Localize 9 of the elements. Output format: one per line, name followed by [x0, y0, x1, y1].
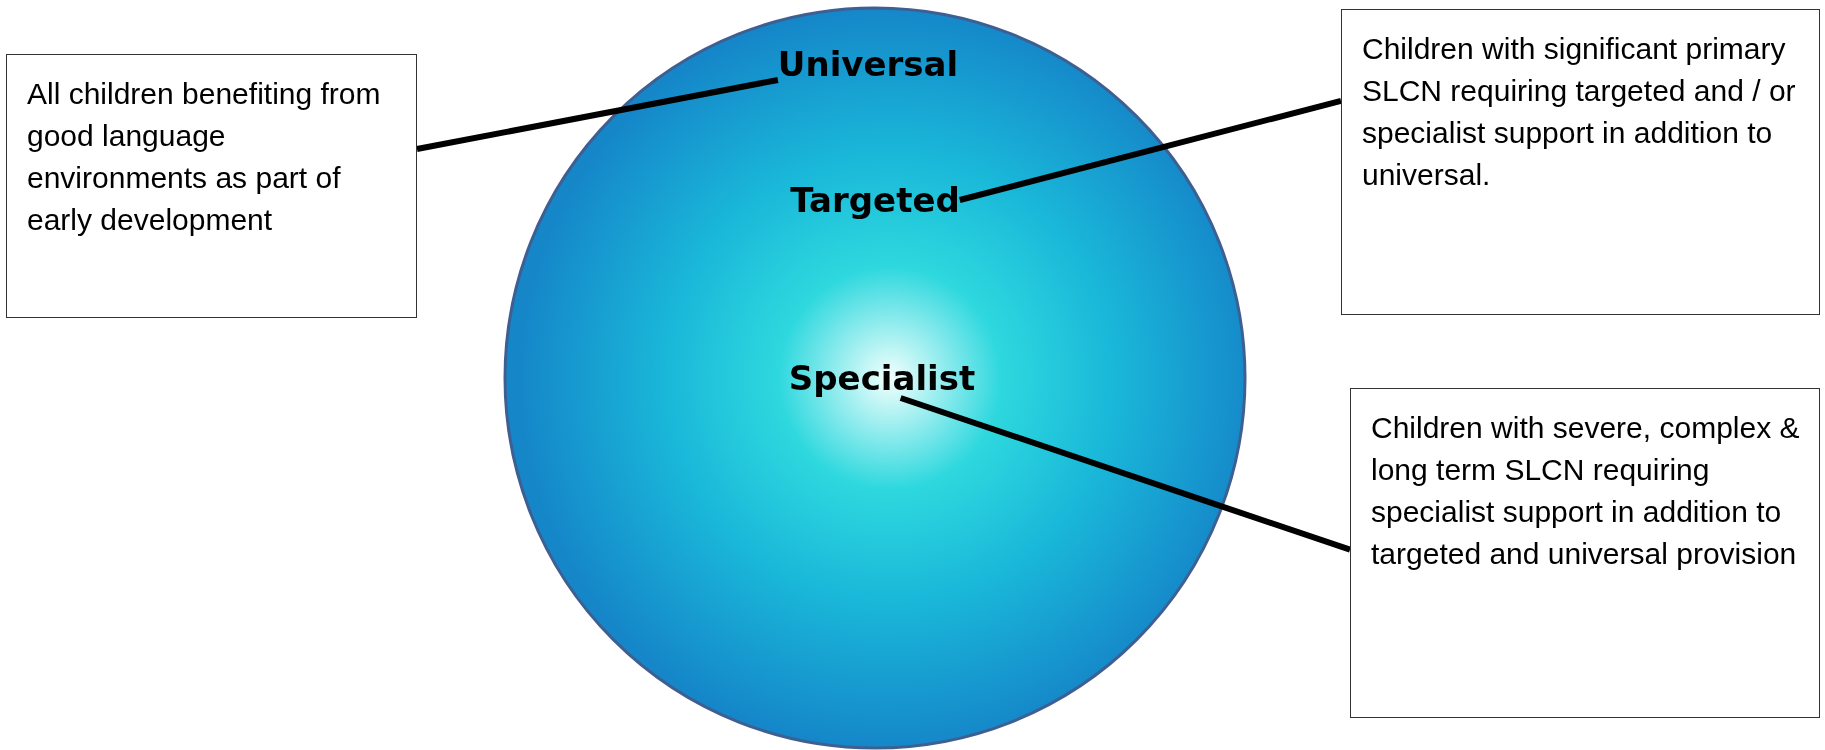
leader-line	[899, 395, 1351, 553]
tier-label: Targeted	[790, 180, 960, 220]
text-box: All children benefiting from good language environments as part of early development	[6, 54, 417, 318]
text-box: Children with significant primary SLCN requiring targeted and / or specialist support in addition to universal.	[1341, 9, 1820, 315]
tier-label: Specialist	[788, 358, 976, 398]
tier-label: Universal	[777, 44, 959, 84]
text-box: Children with severe, complex & long term SLCN requiring specialist support in addition to targeted and universal provision	[1350, 388, 1820, 718]
leader-line	[416, 77, 779, 152]
leader-line	[959, 97, 1342, 203]
